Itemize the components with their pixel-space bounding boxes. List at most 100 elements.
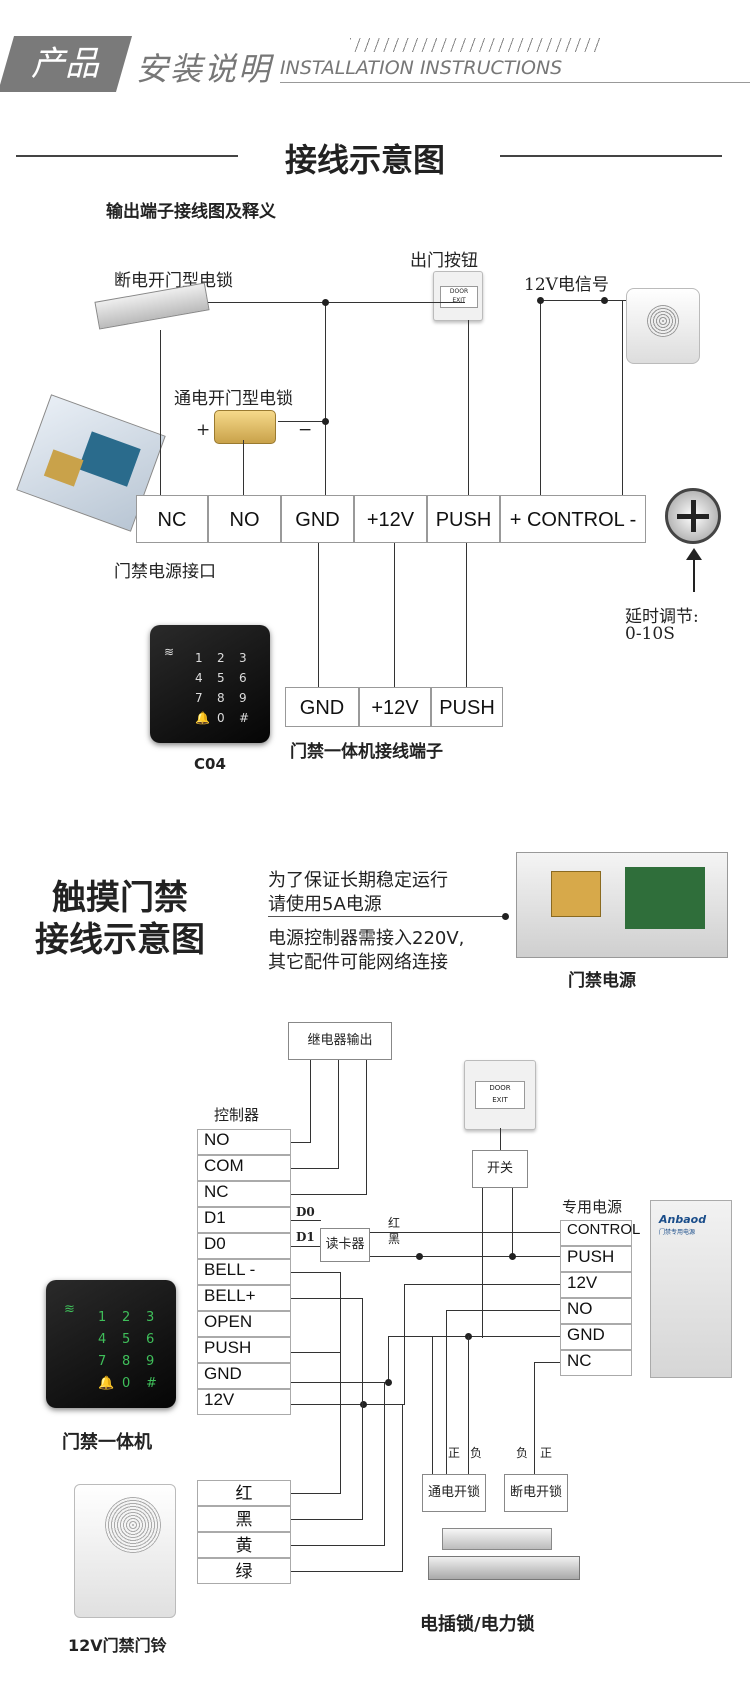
transformer bbox=[43, 449, 84, 487]
wire-color-green: 绿 bbox=[197, 1558, 291, 1584]
power-on-lock-image bbox=[214, 410, 276, 444]
exit-sign2-top: DOOR bbox=[489, 1084, 511, 1092]
note2-line-b: 其它配件可能网络连接 bbox=[268, 952, 448, 973]
bell-label: 12V门禁门铃 bbox=[68, 1636, 167, 1655]
keypad-terminal-gnd: GND bbox=[285, 687, 359, 727]
lock-on-box: 通电开锁 bbox=[422, 1474, 486, 1512]
section1-title: 接线示意图 bbox=[285, 141, 446, 179]
title-rule-right bbox=[500, 155, 722, 157]
psu-image bbox=[516, 852, 728, 958]
controller-pin-com: COM bbox=[197, 1155, 291, 1181]
banner-hatch-decoration bbox=[350, 38, 600, 52]
exit-sign: DOOR EXIT bbox=[440, 286, 478, 308]
d0-label: D0 bbox=[296, 1205, 315, 1219]
note-divider bbox=[268, 916, 506, 917]
controller-pin-nc: NC bbox=[197, 1181, 291, 1207]
section1-subtitle: 输出端子接线图及释义 bbox=[106, 202, 276, 222]
minus-sign: − bbox=[298, 420, 313, 440]
bolt-lock-image bbox=[442, 1528, 552, 1550]
signal-12v-label: 12V电信号 bbox=[524, 275, 609, 295]
doorbell-image-2 bbox=[74, 1484, 176, 1618]
wire-color-red: 红 bbox=[197, 1480, 291, 1506]
power-on-lock-label: 通电开门型电锁 bbox=[174, 389, 293, 409]
power-pin-no: NO bbox=[560, 1298, 632, 1324]
wire-color-yellow: 黄 bbox=[197, 1532, 291, 1558]
keypad-label: 门禁一体机 bbox=[62, 1432, 152, 1453]
controller-label: 控制器 bbox=[214, 1106, 260, 1124]
terminal-push: PUSH bbox=[427, 495, 500, 543]
terminal-12v: +12V bbox=[354, 495, 427, 543]
nfc-icon: ≋ bbox=[164, 645, 175, 659]
keypad-terminal-12v: +12V bbox=[359, 687, 431, 727]
lock-off-neg-label: 负 bbox=[516, 1446, 529, 1460]
exit-sign-top: DOOR bbox=[449, 288, 469, 295]
dedicated-power-image: Anbaod 门禁专用电源 bbox=[650, 1200, 732, 1378]
terminal-control: + CONTROL - bbox=[500, 495, 646, 543]
controller-pin-no: NO bbox=[197, 1129, 291, 1155]
controller-pin-12v: 12V bbox=[197, 1389, 291, 1415]
dedicated-power-label: 专用电源 bbox=[562, 1198, 623, 1216]
psu-label: 门禁电源 bbox=[568, 971, 636, 991]
power-pin-control: CONTROL bbox=[560, 1220, 640, 1246]
doorbell-image bbox=[626, 288, 700, 364]
transformer bbox=[551, 871, 601, 917]
terminal-gnd: GND bbox=[281, 495, 354, 543]
speaker-grille-icon bbox=[105, 1497, 161, 1553]
brand-sub: 门禁专用电源 bbox=[659, 1229, 696, 1236]
circuit-board bbox=[78, 431, 141, 487]
relay-output-box: 继电器输出 bbox=[288, 1022, 392, 1060]
section2-title-line1: 触摸门禁 bbox=[52, 878, 188, 918]
circuit-board bbox=[625, 867, 705, 929]
exit-sign-2: DOOR EXIT bbox=[475, 1081, 525, 1109]
exit-button-image: DOOR EXIT bbox=[433, 271, 483, 321]
exit-sign2-bottom: EXIT bbox=[492, 1096, 508, 1104]
controller-pin-bell-plus: BELL+ bbox=[197, 1285, 291, 1311]
terminal-nc: NC bbox=[136, 495, 208, 543]
nfc-icon-green: ≋ bbox=[64, 1302, 75, 1317]
delay-adjust-knob-icon bbox=[665, 488, 721, 544]
lock-off-pos-label: 正 bbox=[540, 1446, 553, 1460]
lock-off-box: 断电开锁 bbox=[504, 1474, 568, 1512]
power-pin-12v: 12V bbox=[560, 1272, 632, 1298]
wire-color-black: 黑 bbox=[197, 1506, 291, 1532]
d1-label: D1 bbox=[296, 1230, 315, 1244]
keypad-c04-image: ≋ 1 2 3 4 5 6 7 8 9 🔔 0 # bbox=[150, 625, 270, 743]
delay-label: 延时调节: bbox=[625, 607, 699, 627]
delay-range: 0-10S bbox=[625, 624, 675, 644]
section2-title-line2: 接线示意图 bbox=[35, 920, 205, 960]
lock-on-neg-label: 负 bbox=[470, 1446, 483, 1460]
banner-tag-text: 产品 bbox=[31, 44, 99, 84]
title-rule-left bbox=[16, 155, 238, 157]
magnetic-lock-image bbox=[428, 1556, 580, 1580]
card-reader-box: 读卡器 bbox=[320, 1228, 370, 1262]
brand-logo: Anbaod bbox=[659, 1213, 707, 1226]
speaker-grille-icon bbox=[647, 305, 679, 337]
note1-line-b: 请使用5A电源 bbox=[268, 894, 382, 915]
power-pin-push: PUSH bbox=[560, 1246, 632, 1272]
exit-button-label: 出门按钮 bbox=[410, 251, 478, 271]
controller-pin-d1: D1 bbox=[197, 1207, 291, 1233]
banner-title-zh: 安装说明 bbox=[136, 50, 273, 88]
power-port-label: 门禁电源接口 bbox=[114, 562, 216, 582]
note2-line-a: 电源控制器需接入220V, bbox=[268, 928, 465, 949]
banner-divider bbox=[280, 82, 750, 83]
model-label: C04 bbox=[194, 755, 226, 773]
exit-button-image-2: DOOR EXIT bbox=[464, 1060, 536, 1130]
black-wire-label: 黑 bbox=[388, 1232, 401, 1246]
arrow-up-icon bbox=[693, 556, 695, 592]
controller-pin-open: OPEN bbox=[197, 1311, 291, 1337]
bell-icon: 🔔 bbox=[195, 711, 210, 725]
controller-pin-bell-minus: BELL - bbox=[197, 1259, 291, 1285]
exit-sign-bottom: EXIT bbox=[452, 297, 466, 304]
red-wire-label: 红 bbox=[388, 1216, 401, 1230]
lock-label: 电插锁/电力锁 bbox=[420, 1614, 535, 1635]
controller-pin-gnd: GND bbox=[197, 1363, 291, 1389]
controller-pin-push: PUSH bbox=[197, 1337, 291, 1363]
switch-box: 开关 bbox=[472, 1150, 528, 1188]
banner-title-en: INSTALLATION INSTRUCTIONS bbox=[280, 57, 563, 79]
keypad-terminal-push: PUSH bbox=[431, 687, 503, 727]
terminal-no: NO bbox=[208, 495, 281, 543]
keypad-terminals-label: 门禁一体机接线端子 bbox=[290, 742, 443, 762]
plus-sign: + bbox=[196, 420, 211, 440]
